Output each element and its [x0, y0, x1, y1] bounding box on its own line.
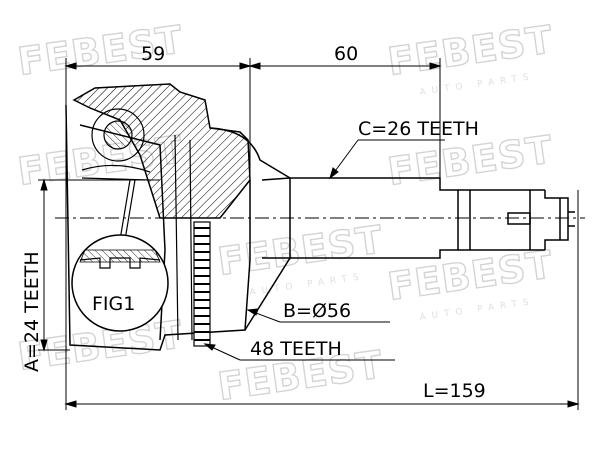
abs-ring [193, 221, 211, 347]
diameter-label: B=Ø56 [283, 300, 351, 322]
leader-lines [203, 139, 445, 361]
outer-splines-label: C=26 TEETH [358, 118, 479, 140]
fig1-label: FIG1 [92, 293, 135, 315]
fig1-detail [71, 234, 169, 332]
dim-60-label: 60 [334, 43, 358, 65]
ball-cage [81, 108, 151, 241]
bell-housing [65, 83, 291, 351]
dim-59-label: 59 [141, 43, 165, 65]
dimension-lines [40, 62, 580, 408]
inner-splines-label: A=24 TEETH [21, 251, 43, 372]
abs-ring-label: 48 TEETH [250, 338, 342, 360]
dim-overall-label: L=159 [423, 380, 486, 402]
output-shaft [261, 177, 575, 259]
